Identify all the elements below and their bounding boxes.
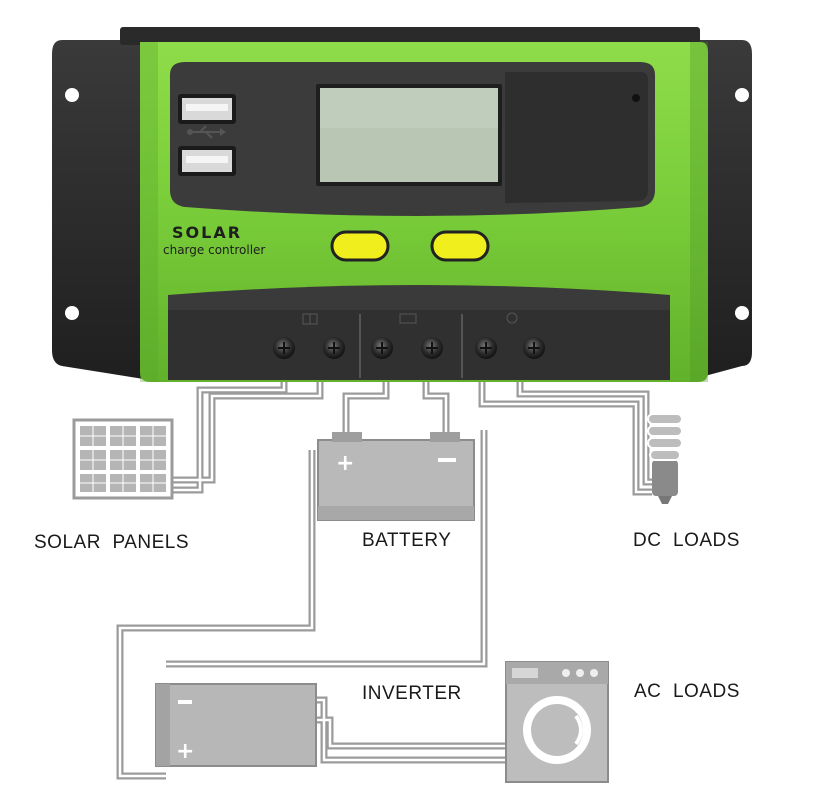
right-mount-hole-top bbox=[735, 88, 749, 102]
left-mounting-bracket bbox=[52, 40, 150, 380]
battery-wire-neg bbox=[422, 382, 450, 440]
inverter-to-ac-wire-1 bbox=[316, 696, 506, 764]
dc-load-wire-2 bbox=[516, 382, 652, 486]
svg-text:+: + bbox=[336, 451, 354, 476]
label-ac-loads: AC LOADS bbox=[634, 681, 740, 702]
battery-icon: + bbox=[317, 432, 475, 521]
label-solar-panels: SOLAR PANELS bbox=[34, 532, 190, 553]
brand-title: SOLAR bbox=[172, 223, 242, 242]
bulb-icon bbox=[506, 312, 518, 324]
usb-port-bottom[interactable] bbox=[178, 146, 236, 176]
dc-load-wire-1 bbox=[478, 382, 652, 496]
inverter-to-ac-wire-2 bbox=[316, 716, 506, 750]
status-led bbox=[632, 94, 640, 102]
svg-text:+: + bbox=[176, 739, 194, 764]
washing-machine-icon bbox=[505, 661, 609, 783]
label-battery: BATTERY bbox=[362, 530, 452, 551]
brand-subtitle: charge controller bbox=[163, 243, 265, 257]
top-rim bbox=[120, 27, 700, 45]
usb-port-top[interactable] bbox=[178, 94, 236, 124]
solar-panel-icon bbox=[302, 313, 318, 325]
left-mount-hole-top bbox=[65, 88, 79, 102]
usb-icon bbox=[187, 125, 226, 139]
set-button[interactable] bbox=[430, 230, 490, 262]
battery-wire-pos bbox=[342, 382, 390, 440]
charge-controller: SOLAR charge controller bbox=[52, 27, 752, 382]
right-mount-hole-bottom bbox=[735, 306, 749, 320]
label-dc-loads: DC LOADS bbox=[633, 530, 740, 551]
left-mount-hole-bottom bbox=[65, 306, 79, 320]
inverter-icon: + bbox=[155, 683, 317, 767]
label-inverter: INVERTER bbox=[362, 683, 462, 704]
menu-button[interactable] bbox=[330, 230, 390, 262]
bulb-icon bbox=[647, 413, 683, 504]
solar-panel-icon bbox=[72, 418, 174, 500]
battery-icon bbox=[399, 313, 417, 324]
